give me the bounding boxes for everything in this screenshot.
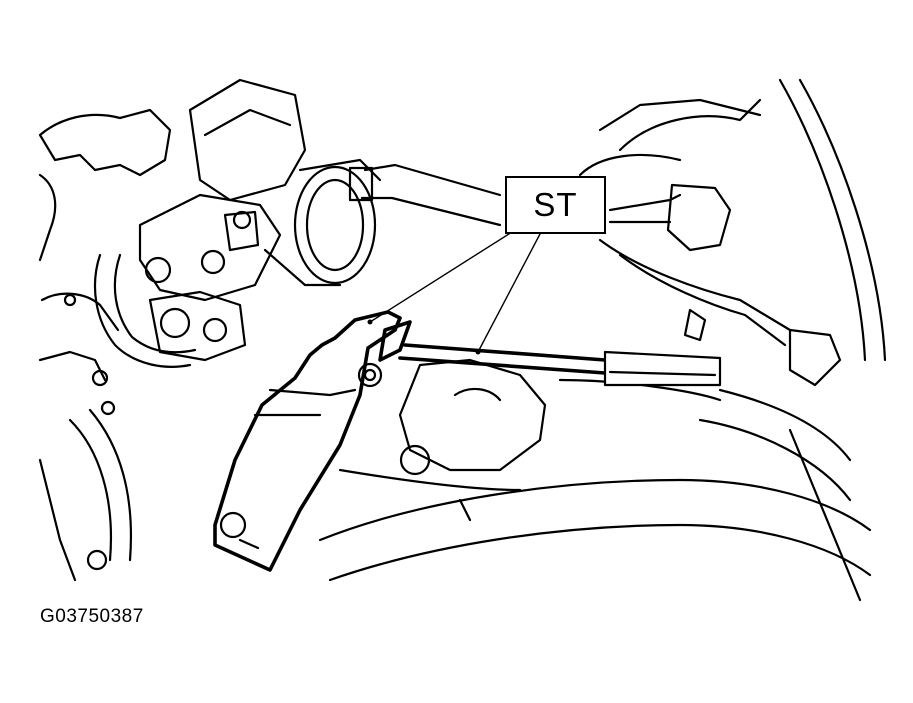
special-tool-callout: ST [505,176,606,234]
engine-block-left [38,108,197,582]
wiring-harness-top [348,98,762,252]
special-service-tool [378,320,722,387]
lower-housing [318,358,872,582]
callout-leaders [367,231,541,355]
mounting-bracket [213,310,402,572]
throttle-body [138,78,382,362]
figure-code: G03750387 [40,606,144,627]
right-side-structure [598,78,887,602]
